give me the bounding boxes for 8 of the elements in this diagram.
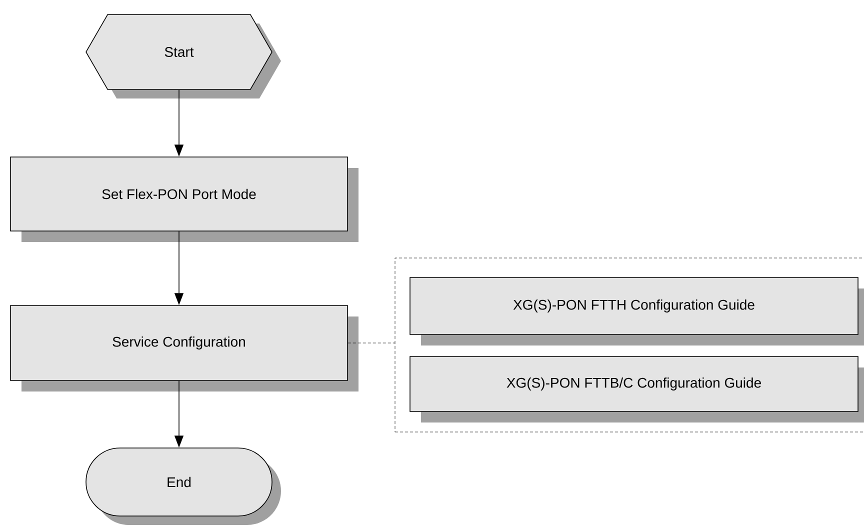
process-box: Service Configuration <box>10 305 358 392</box>
process-box: Set Flex-PON Port Mode <box>10 156 358 242</box>
guide-box: XG(S)-PON FTTB/C Configuration Guide <box>410 356 864 422</box>
dashed-group-frame <box>394 258 864 432</box>
end-terminal: End <box>86 448 281 525</box>
start-terminal: Start <box>86 14 281 98</box>
connector-line <box>348 342 395 344</box>
guide-box: XG(S)-PON FTTH Configuration Guide <box>410 277 864 346</box>
